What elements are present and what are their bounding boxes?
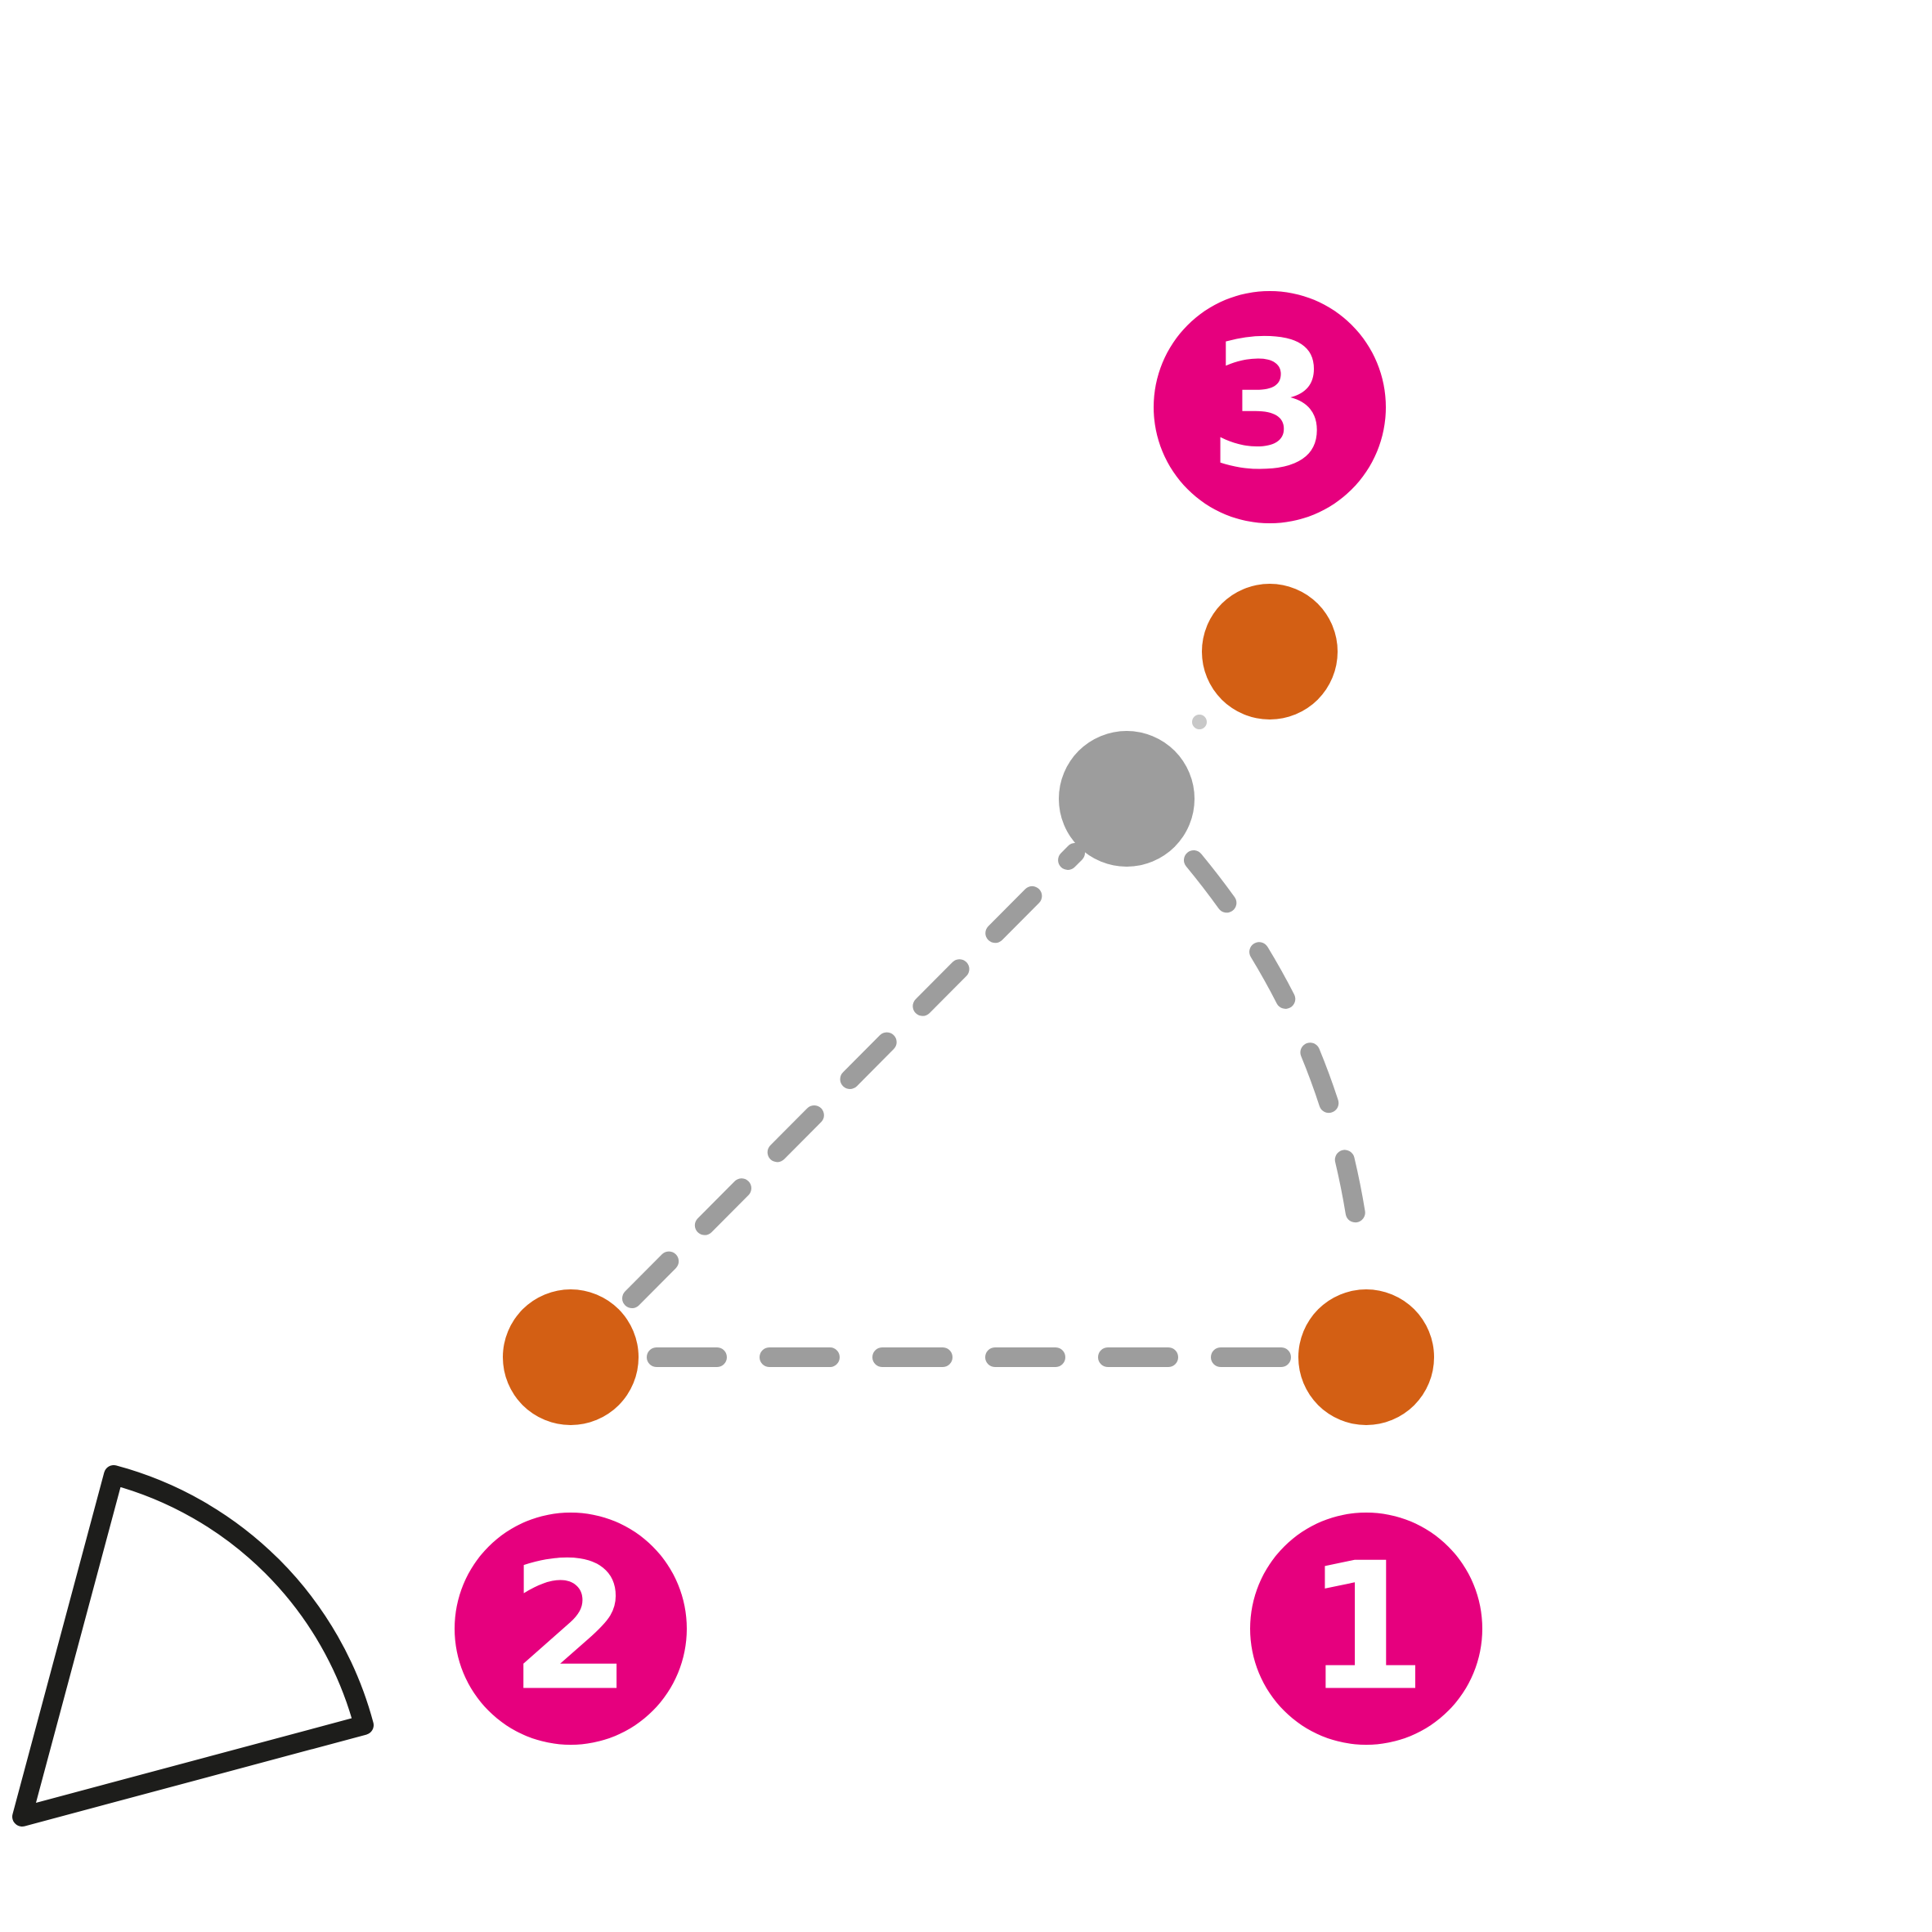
marker-2-label: 2 [509,1525,632,1730]
marker-2-circle [455,1513,687,1745]
marker-3-circle [1154,291,1386,523]
marker-1-circle [1250,1513,1482,1745]
node-top [1202,584,1338,719]
marker-2: 2 [455,1513,687,1745]
marker-1-label: 1 [1305,1525,1428,1730]
marker-3-label: 3 [1208,303,1331,509]
path-hub-to-top-dot [1192,715,1207,729]
node-right [1298,1289,1434,1425]
field-of-view-wedge-icon [12,1465,374,1827]
hub-node [1059,731,1195,867]
path-left-to-hub [622,843,1085,1308]
marker-1: 1 [1250,1513,1482,1745]
path-hub-to-right [1184,850,1372,1275]
marker-3: 3 [1154,291,1386,523]
node-left [503,1289,639,1425]
